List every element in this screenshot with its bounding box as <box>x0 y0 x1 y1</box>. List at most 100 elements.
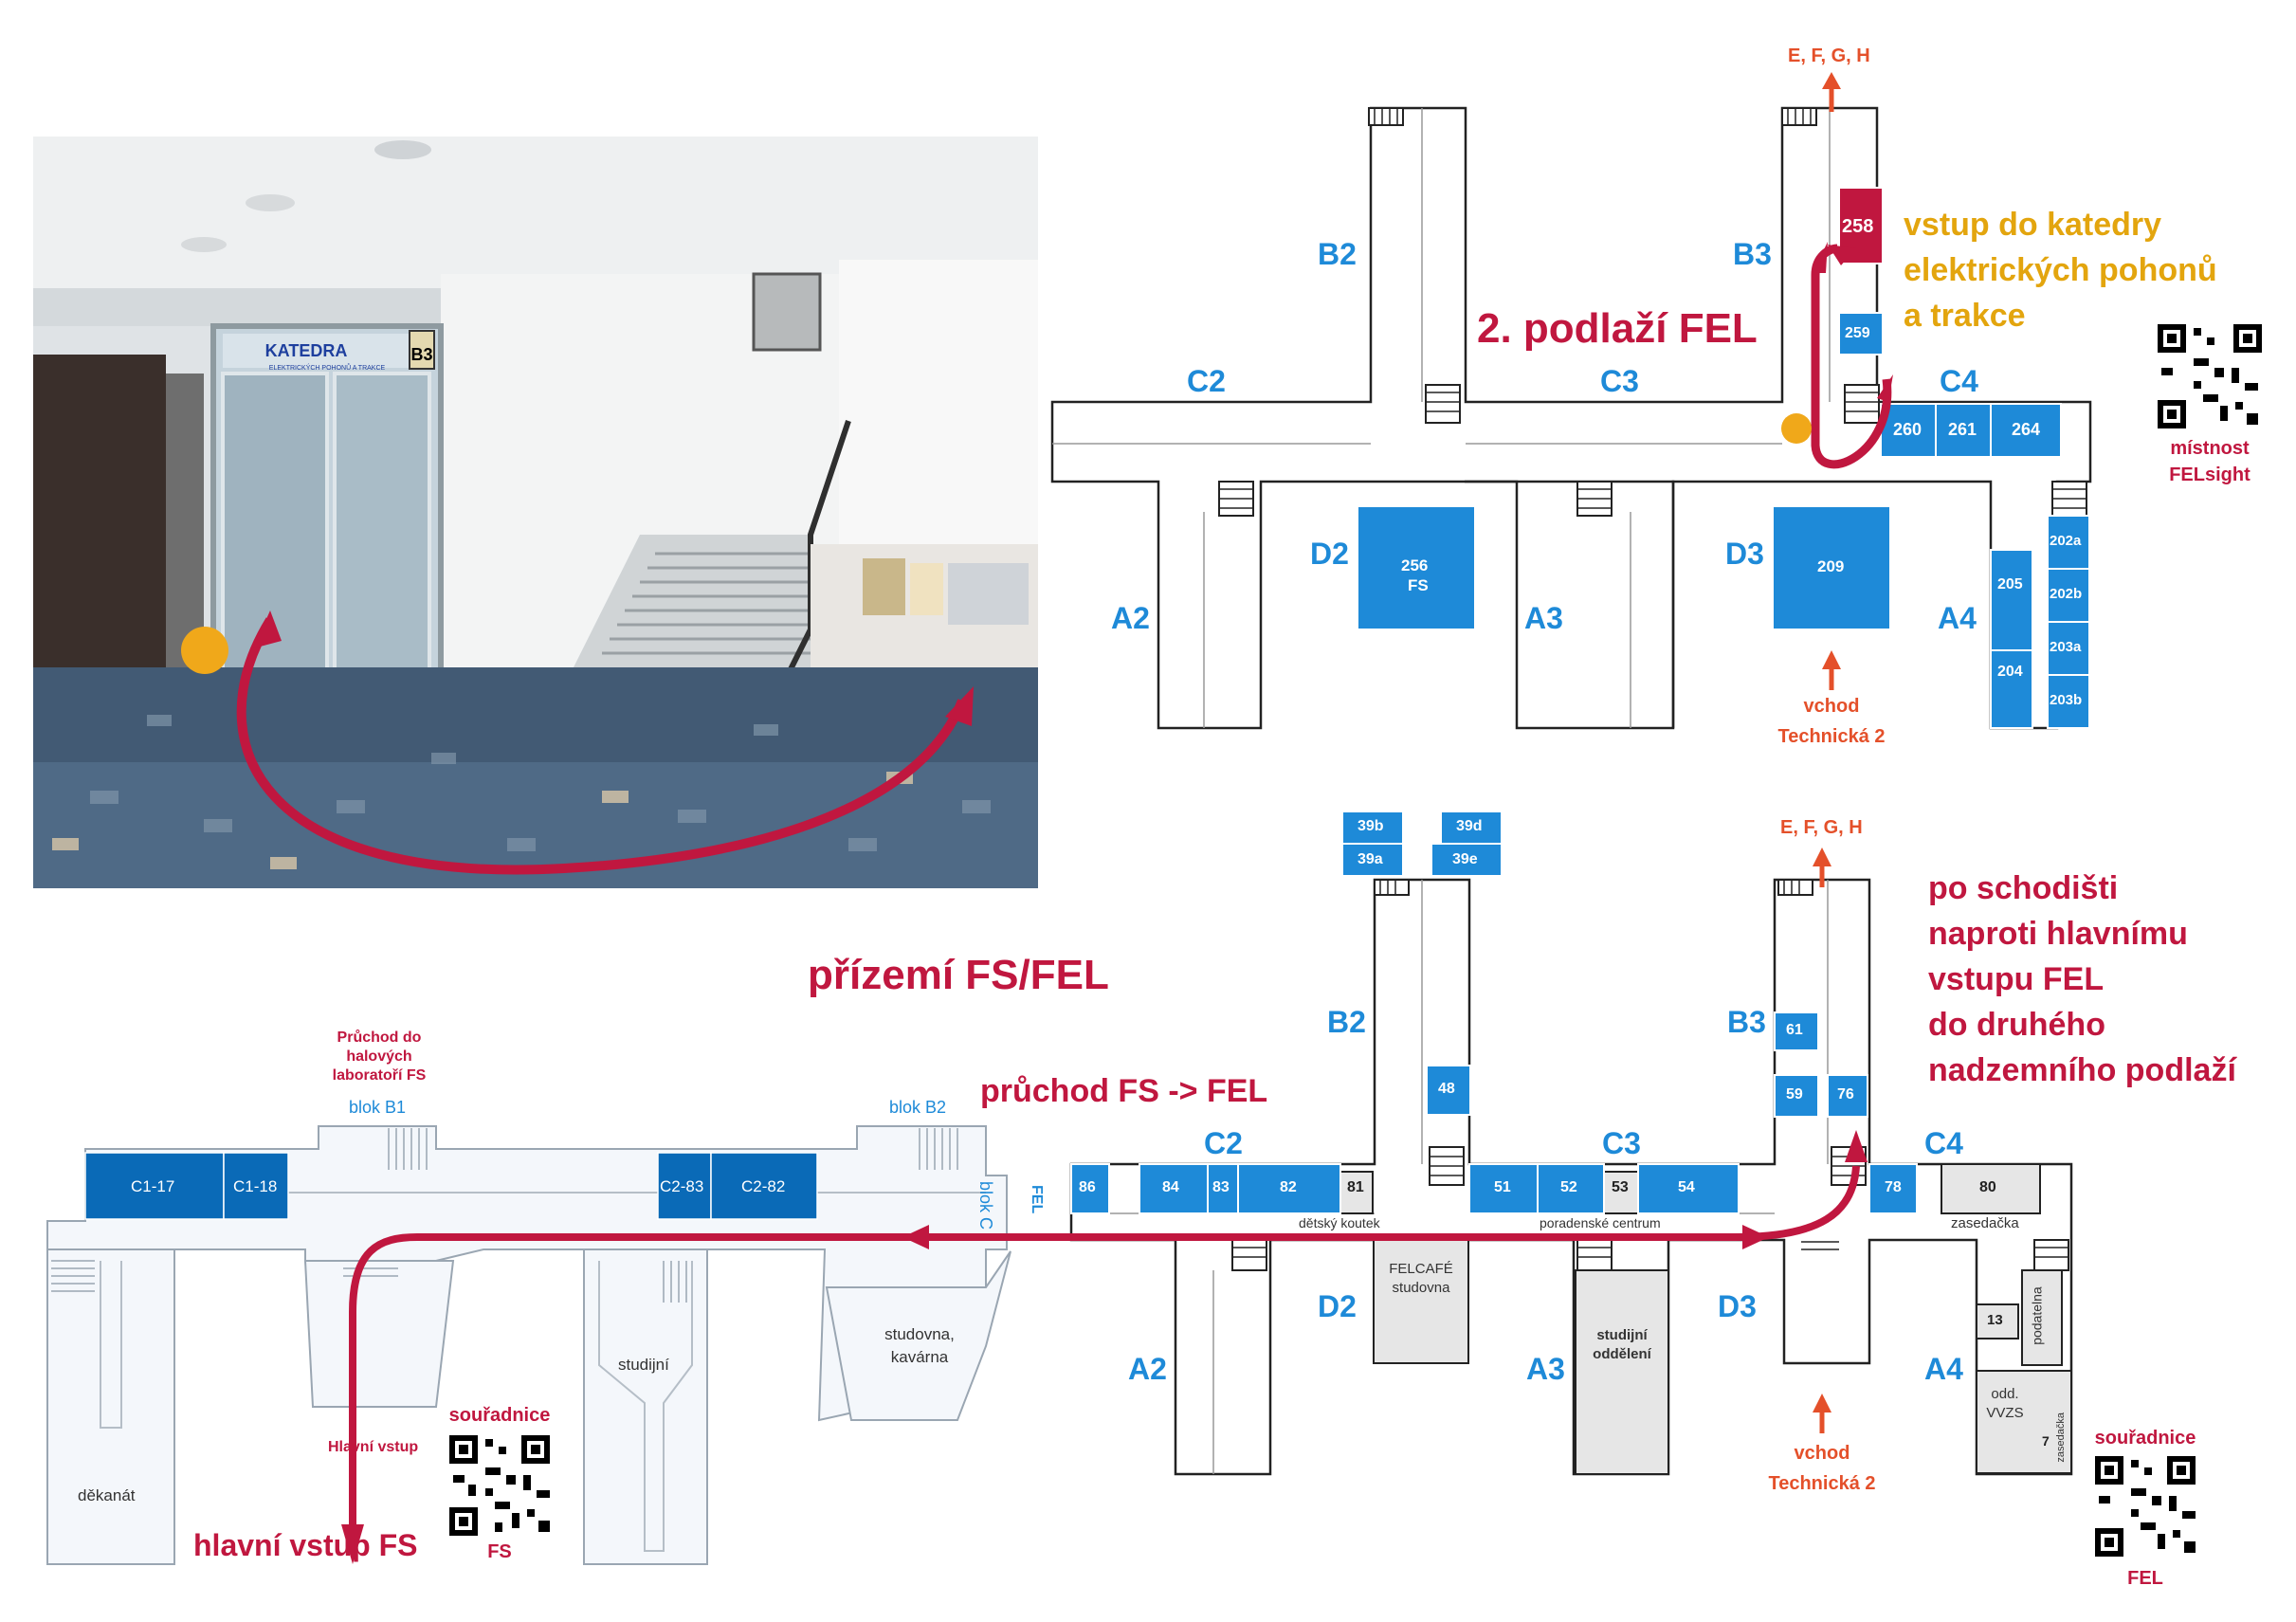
upper-wing-a4: A4 <box>1938 601 1977 635</box>
qr-code-fs <box>446 1431 554 1540</box>
destination-note-2: elektrických pohonů <box>1904 252 2217 288</box>
upper-exit-label: E, F, G, H <box>1788 46 1870 66</box>
fs-studijni: studijní <box>618 1356 669 1374</box>
label-poradenske: poradenské centrum <box>1540 1215 1661 1230</box>
label-odd-1: odd. <box>1991 1386 2019 1402</box>
lower-wing-a2: A2 <box>1128 1352 1167 1386</box>
upper-floor-title: 2. podlaží FEL <box>1477 305 1758 352</box>
lower-wing-b2: B2 <box>1327 1005 1366 1039</box>
fs-dekanat: děkanát <box>78 1486 136 1504</box>
room-259: 259 <box>1845 325 1870 341</box>
room-83: 83 <box>1212 1179 1230 1195</box>
room-81: 81 <box>1347 1179 1364 1195</box>
room-39d: 39d <box>1456 818 1483 834</box>
label-studijni-1: studijní <box>1596 1327 1648 1343</box>
room-48: 48 <box>1438 1081 1455 1097</box>
room-256: 256 <box>1401 556 1429 574</box>
felsight-caption-1: místnost <box>2170 438 2250 459</box>
position-marker <box>181 627 228 674</box>
lower-exit-label: E, F, G, H <box>1780 817 1863 838</box>
destination-note-3: a trakce <box>1904 298 2026 334</box>
fs-passage-3: laboratoří FS <box>332 1067 427 1084</box>
upper-wing-a2: A2 <box>1111 601 1150 635</box>
room-260: 260 <box>1893 420 1922 439</box>
upper-wing-b2: B2 <box>1318 237 1357 271</box>
fs-main-entrance: hlavní vstup FS <box>193 1528 418 1562</box>
lower-entrance-1: vchod <box>1794 1443 1850 1464</box>
lower-wing-c4: C4 <box>1924 1126 1963 1160</box>
upper-wing-c2: C2 <box>1187 364 1226 398</box>
fs-qr-caption-1: souřadnice <box>448 1405 551 1426</box>
label-zasedacka: zasedačka <box>1951 1215 2019 1231</box>
room-261: 261 <box>1948 420 1977 439</box>
lower-wing-a4: A4 <box>1924 1352 1963 1386</box>
lower-floor-title: přízemí FS/FEL <box>808 952 1109 998</box>
destination-note-1: vstup do katedry <box>1904 207 2162 243</box>
room-53: 53 <box>1612 1179 1629 1195</box>
label-felcafe-1: FELCAFÉ <box>1389 1261 1453 1277</box>
qr-code-fel <box>2091 1452 2199 1560</box>
room-61: 61 <box>1786 1022 1803 1038</box>
instruction-3: vstupu FEL <box>1928 961 2105 997</box>
label-zasedacka-small: zasedačka <box>2054 1412 2067 1463</box>
fs-room-c2-83: C2-83 <box>660 1177 704 1195</box>
qr-code-felsight <box>2154 320 2266 432</box>
upper-position-marker <box>1781 413 1812 444</box>
room-86: 86 <box>1079 1179 1096 1195</box>
room-80: 80 <box>1979 1179 1996 1195</box>
room-52: 52 <box>1560 1179 1577 1195</box>
fel-qr-caption-2: FEL <box>2127 1568 2163 1589</box>
lower-entrance-2: Technická 2 <box>1768 1473 1876 1494</box>
photo-sign-katedra: KATEDRA <box>265 341 348 360</box>
room-39e: 39e <box>1452 851 1478 867</box>
instruction-5: nadzemního podlaží <box>1928 1052 2236 1088</box>
photo-sign-sub: ELEKTRICKÝCH POHONŮ A TRAKCE <box>269 363 386 372</box>
fs-studovna-1: studovna, <box>884 1325 955 1343</box>
fs-block-c: blok C <box>976 1181 995 1230</box>
room-76: 76 <box>1837 1086 1854 1103</box>
upper-wing-a3: A3 <box>1524 601 1563 635</box>
room-258: 258 <box>1842 216 1874 237</box>
fs-room-c1-18: C1-18 <box>233 1177 278 1195</box>
upper-entrance-1: vchod <box>1803 696 1860 717</box>
room-39b: 39b <box>1358 818 1384 834</box>
lower-wing-c2: C2 <box>1204 1126 1243 1160</box>
room-59: 59 <box>1786 1086 1803 1103</box>
room-7: 7 <box>2042 1433 2050 1449</box>
room-264: 264 <box>2012 420 2041 439</box>
room-78: 78 <box>1885 1179 1902 1195</box>
upper-wing-c4: C4 <box>1940 364 1978 398</box>
upper-wing-c3: C3 <box>1600 364 1639 398</box>
fs-hlavni-vstup-small: Hlavní vstup <box>328 1439 419 1455</box>
fs-passage-2: halových <box>346 1048 412 1065</box>
room-82: 82 <box>1280 1179 1297 1195</box>
room-256-fs: FS <box>1408 576 1429 594</box>
passage-note: průchod FS -> FEL <box>980 1073 1268 1109</box>
room-39a: 39a <box>1358 851 1383 867</box>
photo-block-sign: B3 <box>410 345 432 364</box>
label-detsky-koutek: dětský koutek <box>1299 1215 1380 1230</box>
room-204: 204 <box>1997 664 2023 680</box>
lower-wing-a3: A3 <box>1526 1352 1565 1386</box>
instruction-2: naproti hlavnímu <box>1928 916 2188 952</box>
fs-room-c1-17: C1-17 <box>131 1177 175 1195</box>
room-203a: 203a <box>2050 639 2082 655</box>
upper-wing-d2: D2 <box>1310 537 1349 571</box>
room-203b: 203b <box>2050 692 2083 708</box>
hallway-photo: KATEDRA ELEKTRICKÝCH POHONŮ A TRAKCE B3 <box>33 137 1038 888</box>
instruction-4: do druhého <box>1928 1007 2105 1043</box>
upper-entrance-2: Technická 2 <box>1777 726 1886 747</box>
fs-block-b1: blok B1 <box>349 1098 407 1117</box>
room-54: 54 <box>1678 1179 1695 1195</box>
label-studijni-2: oddělení <box>1593 1346 1651 1362</box>
fs-room-c2-82: C2-82 <box>741 1177 786 1195</box>
felsight-caption-2: FELsight <box>2169 465 2250 485</box>
fs-block-fel: FEL <box>1029 1185 1045 1214</box>
room-84: 84 <box>1162 1179 1179 1195</box>
room-202a: 202a <box>2050 533 2082 549</box>
label-podatelna: podatelna <box>2029 1286 2045 1345</box>
